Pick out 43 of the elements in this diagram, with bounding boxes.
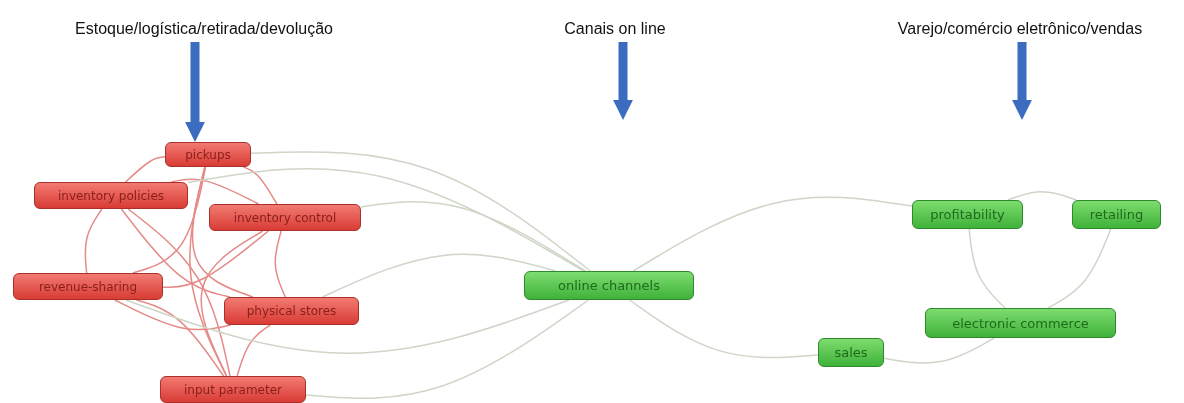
keyword-box: input parameter [160, 376, 306, 403]
connector-line [187, 167, 585, 272]
connector-line [84, 208, 103, 274]
connector-line [124, 156, 166, 183]
block-arrow [1012, 42, 1032, 120]
connector-line [162, 230, 270, 288]
connector-line [114, 299, 232, 331]
connector-line [274, 230, 287, 298]
connector-line [321, 253, 557, 298]
connector-line [135, 299, 225, 377]
connector-line [968, 228, 1006, 309]
block-arrow [613, 42, 633, 120]
heading-text: Varejo/comércio eletrônico/vendas [860, 16, 1180, 42]
keyword-box: inventory control [209, 204, 361, 231]
keyword-box: physical stores [224, 297, 359, 325]
heading-text: Canais on line [540, 16, 690, 42]
connector-line [883, 337, 995, 364]
keyword-box: electronic commerce [925, 308, 1116, 338]
connector-line [200, 230, 264, 377]
connector-line [632, 196, 913, 272]
connector-line [305, 299, 590, 399]
keyword-box: revenue-sharing [13, 273, 163, 300]
connector-line [1047, 228, 1112, 309]
keyword-box: retailing [1072, 200, 1161, 229]
connector-line [120, 208, 231, 298]
connector-line [125, 299, 570, 354]
keyword-box: sales [818, 338, 884, 367]
connector-line [170, 178, 260, 205]
heading-text: Estoque/logística/retirada/devolução [14, 16, 394, 42]
connector-line [1007, 191, 1077, 201]
connector-line [236, 324, 272, 377]
connector-line [132, 166, 207, 274]
connector-line [127, 208, 231, 377]
keyword-box: pickups [165, 142, 251, 167]
connector-line [242, 166, 278, 205]
connector-line [360, 200, 587, 272]
keyword-box: inventory policies [34, 182, 188, 209]
block-arrow [185, 42, 205, 142]
connector-line [189, 166, 228, 377]
keyword-box: profitability [912, 200, 1023, 229]
keyword-box: online channels [524, 271, 694, 300]
connector-line [250, 151, 592, 272]
connector-line [628, 299, 819, 359]
